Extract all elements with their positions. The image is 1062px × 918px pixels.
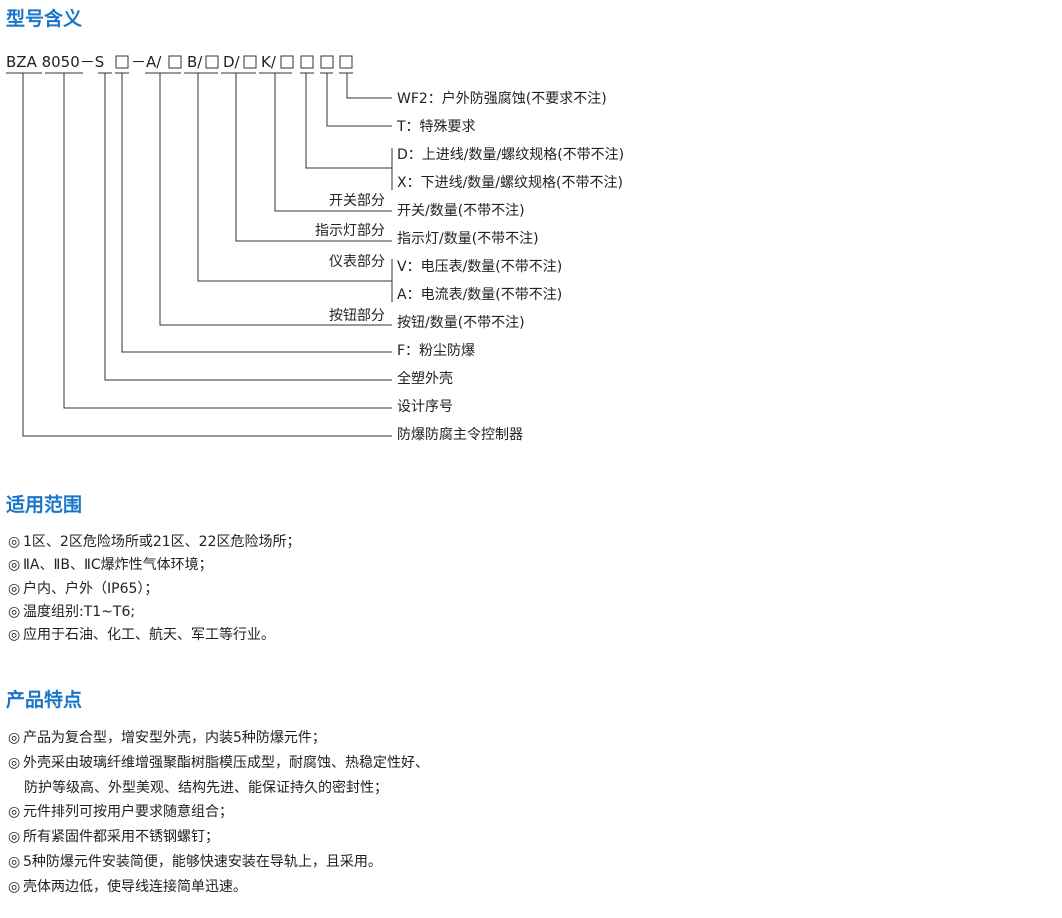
list-item-continuation: 防护等级高、外型美观、结构先进、能保证持久的密封性；	[24, 779, 388, 796]
code-box-wf2-1	[320, 55, 334, 69]
code-box-b	[205, 55, 219, 69]
bullet-icon: ◎	[8, 754, 21, 771]
desc-x: X：下进线/数量/螺纹规格(不带不注)	[397, 175, 623, 191]
bullet-icon: ◎	[8, 730, 21, 746]
desc-plastic-shell: 全塑外壳	[397, 370, 453, 387]
bullet-icon: ◎	[8, 853, 21, 870]
bullet-icon: ◎	[8, 580, 21, 597]
desc-button: 按钮/数量(不带不注)	[397, 315, 525, 331]
scope-section-title: 适用范围	[6, 494, 83, 516]
desc-wf2: WF2：户外防强腐蚀(不要求不注)	[397, 90, 607, 107]
code-box-t	[300, 55, 314, 69]
group-label-meter: 仪表部分	[329, 254, 385, 270]
model-code-diagram: BZA 8050－S －A/ B/ D/ K/ 开关部分 指示灯部分 仪表部分 …	[6, 53, 624, 443]
bullet-icon: ◎	[8, 603, 21, 620]
group-label-button: 按钮部分	[329, 308, 385, 324]
list-item: ◎外壳采由玻璃纤维增强聚酯树脂模压成型，耐腐蚀、热稳定性好、	[8, 751, 429, 776]
desc-ammeter: A：电流表/数量(不带不注)	[397, 287, 562, 303]
leader-meter	[197, 73, 392, 282]
features-list: ◎产品为复合型，增安型外壳，内装5种防爆元件； ◎外壳采由玻璃纤维增强聚酯树脂模…	[8, 726, 429, 900]
code-dash-a: －A/	[131, 53, 162, 71]
bullet-icon: ◎	[8, 878, 21, 895]
code-box-d	[243, 55, 257, 69]
leader-f	[121, 73, 392, 353]
features-section-title: 产品特点	[6, 689, 83, 711]
model-section-title: 型号含义	[6, 8, 83, 30]
group-label-indicator: 指示灯部分	[315, 223, 385, 239]
scope-list: ◎1区、2区危险场所或21区、22区危险场所； ◎ⅡA、ⅡB、ⅡC爆炸性气体环境…	[8, 531, 300, 647]
leader-t	[326, 73, 392, 127]
desc-product: 防爆防腐主令控制器	[397, 426, 523, 443]
code-d: D/	[223, 53, 241, 71]
desc-dust: F：粉尘防爆	[397, 343, 475, 359]
leader-product	[22, 73, 392, 437]
list-item: ◎壳体两边低，使导线连接简单迅速。	[8, 875, 429, 900]
desc-voltmeter: V：电压表/数量(不带不注)	[397, 259, 562, 275]
leader-button	[159, 73, 392, 326]
code-k: K/	[261, 53, 277, 71]
leader-wf2	[346, 73, 392, 99]
bullet-icon: ◎	[8, 534, 21, 550]
bullet-icon: ◎	[8, 829, 21, 846]
code-box-wf2-2	[339, 55, 353, 69]
list-item: ◎所有紧固件都采用不锈钢螺钉；	[8, 825, 429, 850]
bullet-icon: ◎	[8, 557, 21, 574]
desc-d: D：上进线/数量/螺纹规格(不带不注)	[397, 147, 624, 163]
leader-serial	[63, 73, 392, 409]
bullet-icon: ◎	[8, 804, 21, 821]
list-item: ◎1区、2区危险场所或21区、22区危险场所；	[8, 531, 300, 554]
desc-switch: 开关/数量(不带不注)	[397, 203, 525, 219]
bullet-icon: ◎	[8, 627, 21, 644]
leader-switch	[274, 73, 392, 212]
list-item: ◎温度组别:T1~T6;	[8, 601, 300, 624]
group-label-switch: 开关部分	[329, 193, 385, 209]
code-b: B/	[187, 53, 203, 71]
leader-indicator	[235, 73, 392, 242]
list-item: ◎户内、户外（IP65）；	[8, 578, 300, 601]
list-item: ◎产品为复合型，增安型外壳，内装5种防爆元件；	[8, 726, 429, 751]
code-box-s	[115, 55, 129, 69]
code-box-k	[280, 55, 294, 69]
desc-design-serial: 设计序号	[397, 399, 453, 415]
code-box-a	[168, 55, 182, 69]
list-item: ◎ⅡA、ⅡB、ⅡC爆炸性气体环境；	[8, 554, 300, 577]
code-prefix: BZA 8050－S	[6, 53, 104, 71]
desc-t: T：特殊要求	[396, 119, 476, 135]
leader-dx	[305, 73, 392, 169]
list-item: ◎5种防爆元件安装简便，能够快速安装在导轨上，且采用。	[8, 850, 429, 875]
desc-indicator: 指示灯/数量(不带不注)	[397, 231, 539, 247]
leader-shell	[104, 73, 392, 381]
list-item: ◎应用于石油、化工、航天、军工等行业。	[8, 624, 300, 647]
list-item: ◎元件排列可按用户要求随意组合；	[8, 800, 429, 825]
